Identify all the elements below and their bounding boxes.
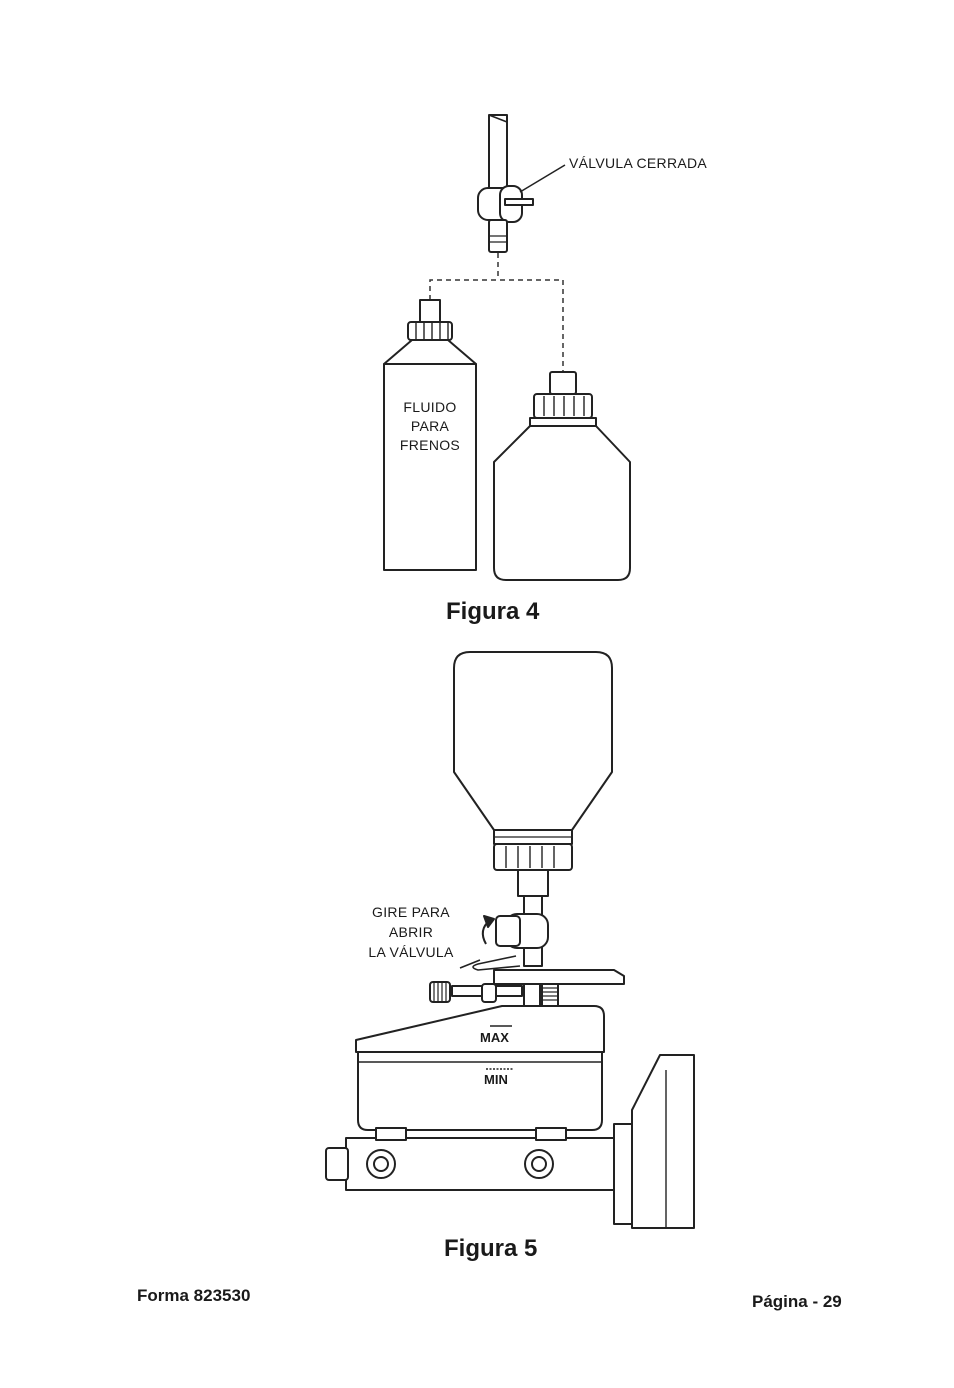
instruction-line: LA VÁLVULA — [368, 944, 454, 960]
inverted-bottle — [453, 651, 613, 831]
brake-fluid-label: FLUIDO PARA FRENOS — [388, 398, 472, 455]
page-number: Página - 29 — [752, 1292, 842, 1311]
reservoir-body — [357, 1051, 603, 1131]
figure-5-title: Figura 5 — [444, 1235, 538, 1262]
brake-fluid-label-line: FRENOS — [399, 437, 461, 453]
form-number: Forma 823530 — [137, 1286, 251, 1305]
mounting-flange — [631, 1054, 695, 1229]
receiver-bottle — [493, 371, 631, 581]
min-level-mark: MIN — [484, 1072, 508, 1087]
open-valve-instruction: GIRE PARA ABRIR LA VÁLVULA — [356, 902, 466, 962]
brake-fluid-label-line: PARA — [410, 418, 450, 434]
figure-4-drawing — [383, 114, 631, 581]
instruction-line: ABRIR — [388, 924, 434, 940]
valve-closed-label: VÁLVULA CERRADA — [569, 155, 708, 171]
max-level-mark: MAX — [480, 1030, 509, 1045]
brake-fluid-label-line: FLUIDO — [403, 399, 457, 415]
clamp-knob — [429, 981, 451, 1003]
brake-fluid-bottle — [383, 299, 477, 571]
instruction-line: GIRE PARA — [372, 904, 450, 920]
figure-4-title: Figura 4 — [446, 598, 540, 625]
figure-5-drawing — [325, 651, 695, 1229]
valve-lever — [504, 198, 534, 206]
reservoir-lid — [355, 1005, 605, 1053]
